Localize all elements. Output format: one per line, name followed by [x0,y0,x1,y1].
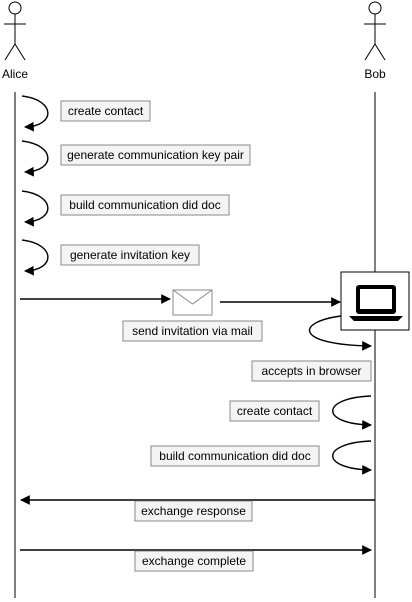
message-label: send invitation via mail [132,324,253,338]
self-call-create-contact-bob: create contact [229,395,372,430]
message-label: generate communication key pair [67,148,244,162]
message-label: build communication did doc [159,449,310,463]
self-call-create-contact-alice: create contact [21,95,151,132]
message-label: create contact [68,104,144,118]
message-label: exchange response [141,504,246,518]
self-call-accepts-in-browser: accepts in browser [251,315,372,382]
actor-icon [364,1,386,61]
message-label: accepts in browser [261,364,361,378]
actor-icon [4,1,26,61]
message-exchange-response: exchange response [20,495,375,522]
actor-bob: Bob [364,1,386,81]
self-call-generate-key-pair: generate communication key pair [21,140,251,177]
envelope-icon [172,289,213,316]
message-label: create contact [237,404,313,418]
message-label: exchange complete [142,554,246,568]
actor-label-alice: Alice [2,67,28,81]
message-label: build communication did doc [69,198,220,212]
laptop-icon [340,271,410,331]
message-send-invitation: send invitation via mail [20,289,341,342]
self-call-build-did-doc-bob: build communication did doc [150,440,372,475]
message-exchange-complete: exchange complete [20,545,372,572]
actor-alice: Alice [2,1,28,81]
actor-label-bob: Bob [364,67,386,81]
self-call-build-did-doc-alice: build communication did doc [21,190,230,227]
self-call-generate-invitation-key: generate invitation key [21,239,200,276]
message-label: generate invitation key [70,248,190,262]
